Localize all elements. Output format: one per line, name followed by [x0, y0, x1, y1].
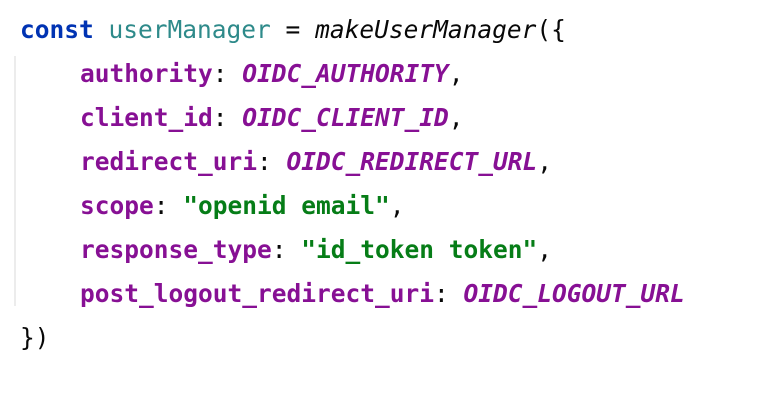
comma: , — [389, 191, 405, 220]
colon: : — [212, 103, 243, 132]
property-key: redirect_uri — [80, 147, 258, 176]
code-line-8: }) — [20, 316, 50, 360]
code-line-4: redirect_uri: OIDC_REDIRECT_URL, — [20, 140, 552, 184]
code-line-5: scope: "openid email", — [20, 184, 405, 228]
comma: , — [537, 147, 553, 176]
colon: : — [434, 279, 464, 308]
property-key: scope — [80, 191, 154, 220]
property-key: response_type — [80, 235, 272, 264]
colon: : — [257, 147, 287, 176]
code-line-3: client_id: OIDC_CLIENT_ID, — [20, 96, 464, 140]
code-line-1: const userManager = makeUserManager({ — [20, 8, 566, 52]
close-brace: }) — [20, 323, 50, 352]
constant-value: OIDC_LOGOUT_URL — [463, 279, 685, 308]
constant-value: OIDC_CLIENT_ID — [242, 103, 449, 132]
property-key: post_logout_redirect_uri — [80, 279, 435, 308]
code-line-7: post_logout_redirect_uri: OIDC_LOGOUT_UR… — [20, 272, 685, 316]
property-key: authority — [80, 59, 213, 88]
variable-name: userManager — [108, 15, 271, 44]
constant-value: OIDC_REDIRECT_URL — [286, 147, 538, 176]
property-key: client_id — [80, 103, 213, 132]
colon: : — [212, 59, 243, 88]
comma: , — [448, 103, 464, 132]
assign-operator: = — [270, 15, 316, 44]
comma: , — [448, 59, 464, 88]
comma: , — [537, 235, 553, 264]
code-line-6: response_type: "id_token token", — [20, 228, 552, 272]
const-keyword: const — [20, 15, 94, 44]
colon: : — [153, 191, 184, 220]
open-brace: ({ — [536, 15, 566, 44]
string-value: "id_token token" — [301, 235, 538, 264]
string-value: "openid email" — [183, 191, 390, 220]
indent-guide — [14, 56, 16, 306]
constant-value: OIDC_AUTHORITY — [242, 59, 449, 88]
code-line-2: authority: OIDC_AUTHORITY, — [20, 52, 464, 96]
function-name: makeUserManager — [315, 15, 537, 44]
colon: : — [271, 235, 302, 264]
